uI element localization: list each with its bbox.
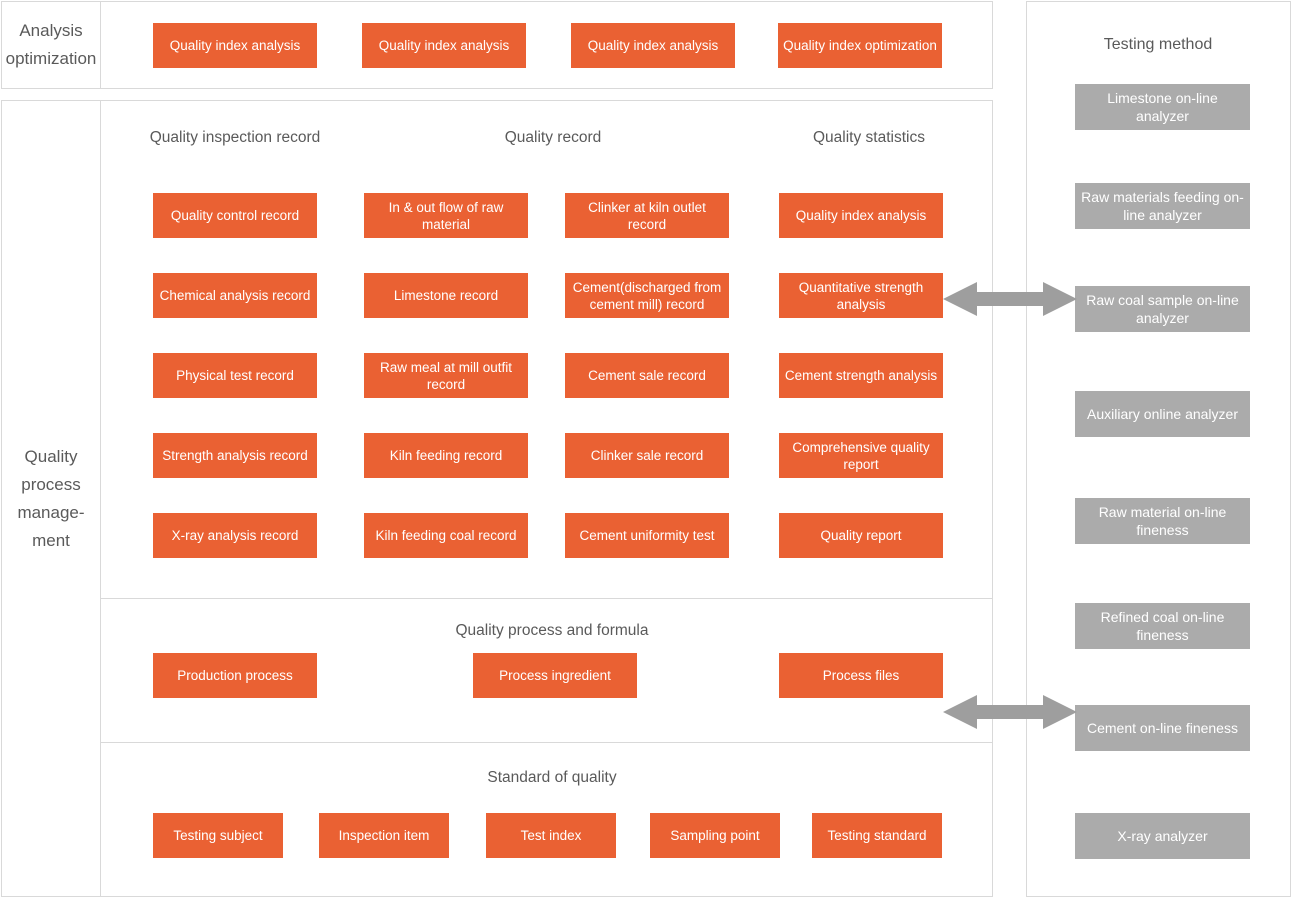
node-top-2[interactable]: Quality index analysis: [571, 23, 735, 68]
node-statistics-1[interactable]: Quantitative strength analysis: [779, 273, 943, 318]
node-testing-method-0-label: Limestone on-line analyzer: [1107, 90, 1218, 124]
node-top-1-label: Quality index analysis: [378, 38, 510, 53]
node-record-a-4[interactable]: Kiln feeding coal record: [364, 513, 528, 558]
node-standard-0-label: Testing subject: [173, 828, 263, 843]
node-standard-2-label: Test index: [520, 828, 582, 843]
node-testing-method-4[interactable]: Raw material on-line fineness: [1075, 498, 1250, 544]
node-top-0[interactable]: Quality index analysis: [153, 23, 317, 68]
node-testing-method-4-label: Raw material on-line fineness: [1098, 504, 1227, 538]
node-testing-method-6[interactable]: Cement on-line fineness: [1075, 705, 1250, 751]
column-title-quality-statistics: Quality statistics: [813, 129, 925, 146]
node-inspection-0-label: Quality control record: [170, 208, 300, 223]
node-record-a-3-label: Kiln feeding record: [389, 448, 503, 463]
node-top-1[interactable]: Quality index analysis: [362, 23, 526, 68]
node-inspection-4-label: X-ray analysis record: [171, 528, 299, 543]
node-top-0-label: Quality index analysis: [169, 38, 301, 53]
sidebar-title-testing-method: Testing method: [1103, 36, 1213, 53]
node-record-b-2-label: Cement sale record: [588, 368, 706, 383]
node-statistics-1-label: Quantitative strength analysis: [798, 279, 924, 312]
node-record-a-0[interactable]: In & out flow of raw material: [364, 193, 528, 238]
node-statistics-3[interactable]: Comprehensive quality report: [779, 433, 943, 478]
node-standard-0[interactable]: Testing subject: [153, 813, 283, 858]
node-testing-method-5-label: Refined coal on-line fineness: [1100, 609, 1225, 643]
node-record-a-2[interactable]: Raw meal at mill outfit record: [364, 353, 528, 398]
node-testing-method-0[interactable]: Limestone on-line analyzer: [1075, 84, 1250, 130]
node-record-b-3[interactable]: Clinker sale record: [565, 433, 729, 478]
node-record-b-2[interactable]: Cement sale record: [565, 353, 729, 398]
node-statistics-2-label: Cement strength analysis: [784, 368, 938, 383]
node-inspection-3[interactable]: Strength analysis record: [153, 433, 317, 478]
node-statistics-4-label: Quality report: [820, 528, 902, 543]
node-standard-2[interactable]: Test index: [486, 813, 616, 858]
node-record-a-1[interactable]: Limestone record: [364, 273, 528, 318]
node-statistics-2[interactable]: Cement strength analysis: [779, 353, 943, 398]
node-record-a-4-label: Kiln feeding coal record: [375, 528, 517, 543]
quality-process-management-divider: [100, 100, 101, 897]
process-standard-divider: [101, 742, 993, 743]
node-standard-3-label: Sampling point: [670, 828, 760, 843]
section-title-standard-of-quality: Standard of quality: [487, 769, 617, 786]
analysis-optimization-divider: [100, 1, 101, 89]
node-record-b-0-label: Clinker at kiln outlet record: [588, 199, 706, 232]
node-top-3-label: Quality index optimization: [783, 38, 937, 53]
node-inspection-4[interactable]: X-ray analysis record: [153, 513, 317, 558]
node-process-1-label: Process ingredient: [499, 668, 611, 683]
node-inspection-3-label: Strength analysis record: [162, 448, 308, 463]
node-inspection-2[interactable]: Physical test record: [153, 353, 317, 398]
row-label-quality-process-management: Quality process manage-ment: [17, 446, 85, 550]
node-process-0[interactable]: Production process: [153, 653, 317, 698]
node-inspection-1[interactable]: Chemical analysis record: [153, 273, 317, 318]
node-record-a-2-label: Raw meal at mill outfit record: [379, 359, 513, 392]
node-testing-method-1-label: Raw materials feeding on-line analyzer: [1081, 189, 1244, 223]
node-testing-method-5[interactable]: Refined coal on-line fineness: [1075, 603, 1250, 649]
node-top-2-label: Quality index analysis: [587, 38, 719, 53]
node-testing-method-1[interactable]: Raw materials feeding on-line analyzer: [1075, 183, 1250, 229]
node-testing-method-3-label: Auxiliary online analyzer: [1087, 406, 1238, 422]
node-record-b-1[interactable]: Cement(discharged from cement mill) reco…: [565, 273, 729, 318]
node-statistics-3-label: Comprehensive quality report: [792, 439, 930, 472]
node-standard-3[interactable]: Sampling point: [650, 813, 780, 858]
node-record-b-3-label: Clinker sale record: [590, 448, 704, 463]
node-record-a-1-label: Limestone record: [393, 288, 499, 303]
node-record-b-4[interactable]: Cement uniformity test: [565, 513, 729, 558]
node-testing-method-6-label: Cement on-line fineness: [1087, 720, 1238, 736]
column-title-quality-record: Quality record: [504, 129, 602, 146]
node-record-a-0-label: In & out flow of raw material: [388, 199, 504, 232]
node-testing-method-7[interactable]: X-ray analyzer: [1075, 813, 1250, 859]
node-inspection-0[interactable]: Quality control record: [153, 193, 317, 238]
node-statistics-4[interactable]: Quality report: [779, 513, 943, 558]
testing-method-panel: [1026, 1, 1291, 897]
node-process-2[interactable]: Process files: [779, 653, 943, 698]
node-inspection-2-label: Physical test record: [176, 368, 294, 383]
node-testing-method-7-label: X-ray analyzer: [1117, 828, 1208, 844]
node-record-b-4-label: Cement uniformity test: [579, 528, 715, 543]
connector-quantitative-strength-to-raw-coal: [943, 280, 1077, 318]
node-statistics-0-label: Quality index analysis: [795, 208, 927, 223]
node-record-b-0[interactable]: Clinker at kiln outlet record: [565, 193, 729, 238]
node-standard-4[interactable]: Testing standard: [812, 813, 942, 858]
node-record-b-1-label: Cement(discharged from cement mill) reco…: [572, 279, 722, 312]
node-process-0-label: Production process: [177, 668, 293, 683]
node-testing-method-2[interactable]: Raw coal sample on-line analyzer: [1075, 286, 1250, 332]
section-title-quality-process-and-formula: Quality process and formula: [455, 622, 649, 639]
node-statistics-0[interactable]: Quality index analysis: [779, 193, 943, 238]
node-top-3[interactable]: Quality index optimization: [778, 23, 942, 68]
node-standard-1-label: Inspection item: [338, 828, 430, 843]
node-process-1[interactable]: Process ingredient: [473, 653, 637, 698]
row-label-analysis-optimization: Analysis optimization: [5, 21, 97, 68]
connector-process-files-to-cement-fineness: [943, 693, 1077, 731]
node-record-a-3[interactable]: Kiln feeding record: [364, 433, 528, 478]
node-inspection-1-label: Chemical analysis record: [159, 288, 311, 303]
node-standard-1[interactable]: Inspection item: [319, 813, 449, 858]
node-testing-method-2-label: Raw coal sample on-line analyzer: [1086, 292, 1239, 326]
node-standard-4-label: Testing standard: [827, 828, 927, 843]
column-title-quality-inspection-record: Quality inspection record: [149, 129, 321, 146]
node-process-2-label: Process files: [822, 668, 900, 683]
records-process-divider: [101, 598, 993, 599]
node-testing-method-3[interactable]: Auxiliary online analyzer: [1075, 391, 1250, 437]
